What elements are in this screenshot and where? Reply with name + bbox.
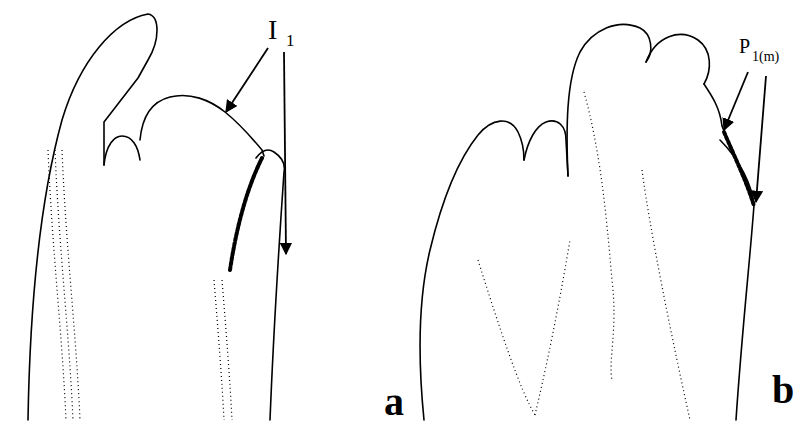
part-label: I [268,16,277,44]
primordium-outline [104,136,140,165]
part-subscript: 1 [286,32,295,49]
cell-row [724,132,754,206]
leader-arrow [284,52,286,254]
cell-row [230,158,262,270]
leader-arrow [226,48,268,112]
part-label: P [739,36,750,56]
leaf-outline [524,121,568,176]
dotted-strand [222,280,232,420]
panel-letter: a [384,382,404,422]
leader-arrow [724,72,748,130]
primordium-outline [704,84,726,136]
dotted-strand [642,170,690,420]
dotted-strand [214,280,224,420]
apex-dome-outline [140,95,264,156]
leaf-outline [28,14,157,420]
leaf-outline [420,121,524,420]
apex-dome-outline [646,35,709,84]
part-subscript: 1(m) [752,50,779,64]
flank-outline [720,140,754,420]
flank-outline [256,150,284,420]
dotted-strand [478,260,535,415]
apex-dome-outline [567,24,651,176]
dotted-strand [584,92,614,380]
leader-arrow [756,76,766,202]
dotted-strand [535,240,570,415]
dotted-strand [62,150,80,420]
panel-letter: b [772,370,794,410]
